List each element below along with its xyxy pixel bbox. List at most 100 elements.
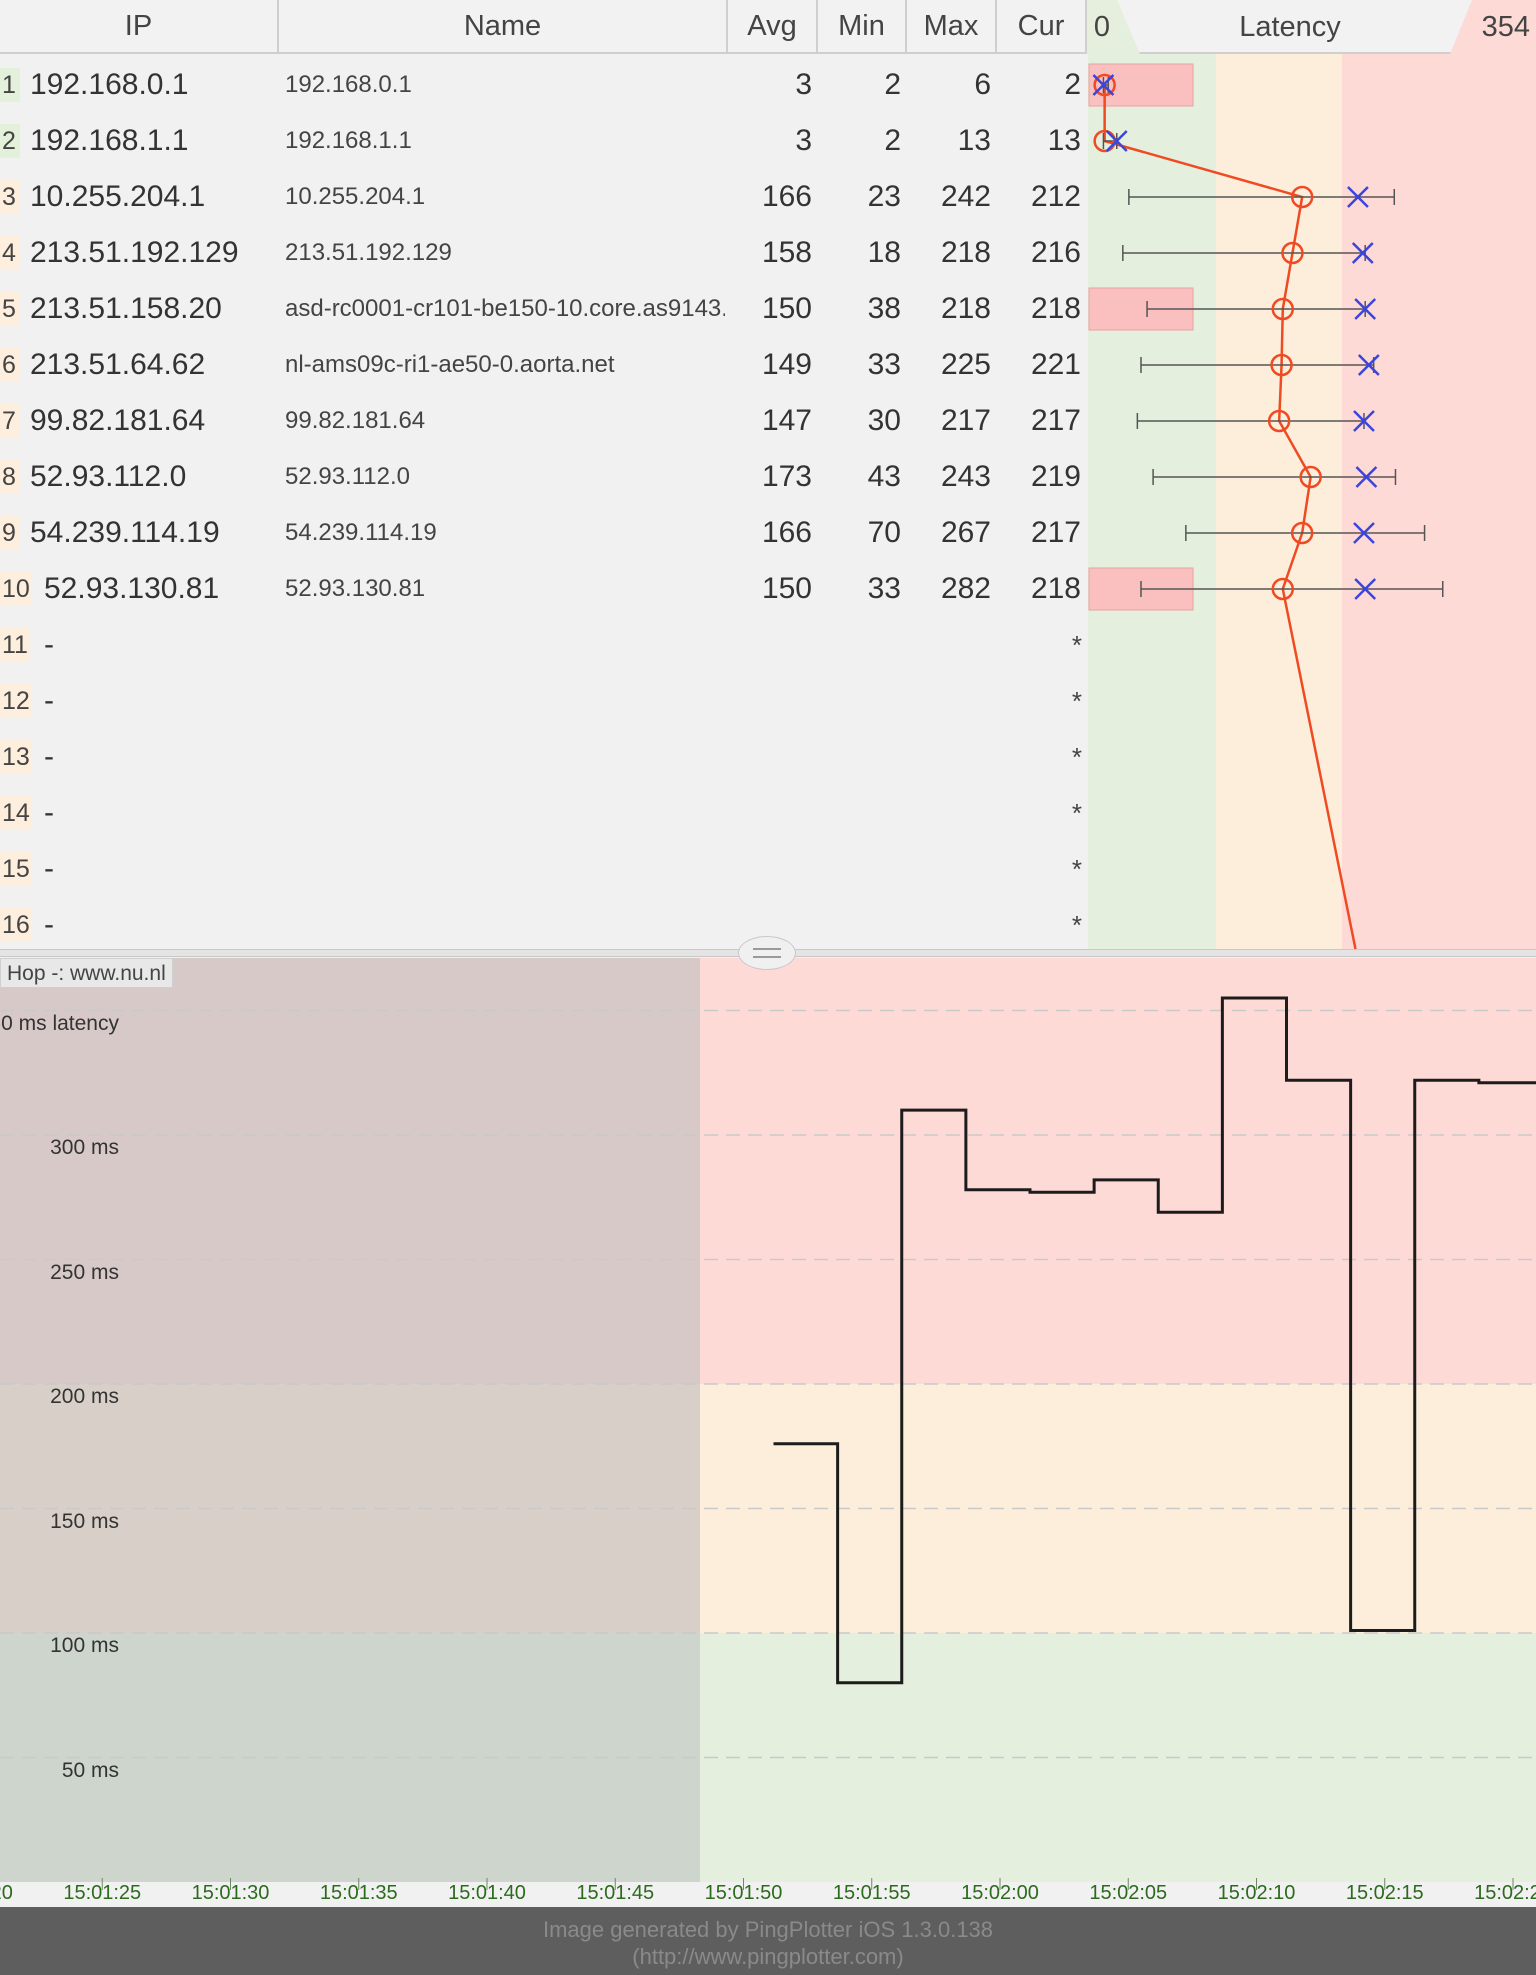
hop-name [285,729,725,785]
hop-avg: 166 [761,180,812,213]
hop-row[interactable]: 11-* [0,617,1087,673]
hop-row[interactable]: 15-* [0,841,1087,897]
hop-cur: 216 [1030,236,1081,269]
hop-timeout-marker: * [1071,742,1082,772]
hop-avg: 149 [761,348,812,381]
hop-ip: 54.239.114.19 [30,516,220,549]
hop-avg: 166 [761,516,812,549]
hop-cur: 2 [1064,68,1081,101]
hop-min: 70 [867,516,901,549]
hop-timeout-marker: * [1071,686,1082,716]
footer-generated-by: Image generated by PingPlotter iOS 1.3.0… [542,1917,994,1942]
hop-ip: 52.93.112.0 [30,460,187,493]
hop-number: 14 [0,796,32,830]
hop-number: 5 [0,292,20,326]
graph-x-label: 15:01:55 [832,1882,911,1904]
footer: Image generated by PingPlotter iOS 1.3.0… [0,1907,1536,1975]
hop-number: 16 [0,908,32,942]
latency-step-line [773,996,1536,1685]
hop-min: 23 [867,180,901,213]
hop-name: 10.255.204.1 [285,183,426,210]
column-header-name[interactable]: Name [279,0,728,54]
cur-marker [1354,298,1377,320]
cur-marker [1355,466,1378,488]
grip-icon [753,948,781,958]
graph-line-layer [773,996,1536,1685]
graph-zone-red [700,958,1536,1384]
hop-number: 10 [0,572,32,606]
column-header-min[interactable]: Min [818,0,907,54]
graph-y-label: 350 ms latency [0,1011,119,1035]
column-header-max[interactable]: Max [907,0,997,54]
graph-x-label: 15:02:15 [1345,1882,1424,1904]
hop-max: 217 [940,404,991,437]
cur-marker [1347,186,1369,208]
graph-y-label: 200 ms [50,1385,119,1408]
hop-cur: 218 [1030,572,1081,605]
column-header-ip[interactable]: IP [0,0,279,54]
graph-x-label: 15:01:25 [63,1882,142,1904]
latency-zone-red [1342,54,1536,949]
hop-ip: 52.93.130.81 [44,572,220,605]
hop-number: 2 [0,124,20,158]
hop-number: 1 [0,68,20,102]
hop-graph-label[interactable]: Hop -: www.nu.nl [0,958,173,988]
hop-timeout-marker: * [1071,798,1082,828]
pane-resize-handle[interactable] [738,936,796,970]
latency-zone-green [1088,54,1216,949]
cur-marker [1351,242,1374,264]
hop-row[interactable]: 16-* [0,897,1087,953]
hop-ip: - [44,796,54,829]
hop-name: 52.93.130.81 [285,575,426,602]
hop-ip: - [44,684,54,717]
hop-row[interactable]: 12- * [0,673,1087,729]
hop-min: 2 [884,124,901,157]
column-header-cur[interactable]: Cur [997,0,1087,54]
graph-y-label: 150 ms [50,1509,119,1533]
graph-gridlines [0,1009,1536,1890]
hop-max: 242 [940,180,991,213]
hop-name: 54.239.114.19 [285,519,437,546]
hop-name [285,617,725,673]
hop-number: 6 [0,348,20,382]
graph-x-label: 15:01:30 [191,1882,270,1904]
hop-max: 218 [940,292,991,325]
hop-ip: - [44,908,54,941]
hop-ip: 213.51.64.62 [30,348,206,381]
hop-cur: 221 [1030,348,1081,381]
hop-min: 38 [867,292,901,325]
hop-min: 33 [867,348,901,381]
hop-min: 18 [867,236,901,269]
hop-name: asd-rc0001-cr101-be150-10.core.as9143.ne… [285,295,725,322]
avg-marker [1290,521,1314,545]
hop-ip: - [44,740,54,773]
hop-max: 225 [940,348,991,381]
avg-marker [1267,409,1291,433]
hop-row[interactable]: 14- * [0,785,1087,841]
avg-marker [1271,297,1295,321]
hop-timeout-marker: * [1071,854,1082,884]
hop-row[interactable]: 13- * [0,729,1087,785]
hop-number: 13 [0,740,32,774]
graph-x-label: 15:02:10 [1217,1882,1296,1904]
graph-history-overlay-red [0,958,700,1384]
hop-max: 267 [940,516,991,549]
graph-y-label: 50 ms [61,1758,119,1782]
hop-ip: - [44,852,54,885]
avg-marker [1290,185,1314,209]
hop-avg: 173 [761,460,812,493]
hop-number: 12 [0,684,32,718]
column-header-avg[interactable]: Avg [728,0,818,54]
hop-number: 3 [0,180,20,214]
